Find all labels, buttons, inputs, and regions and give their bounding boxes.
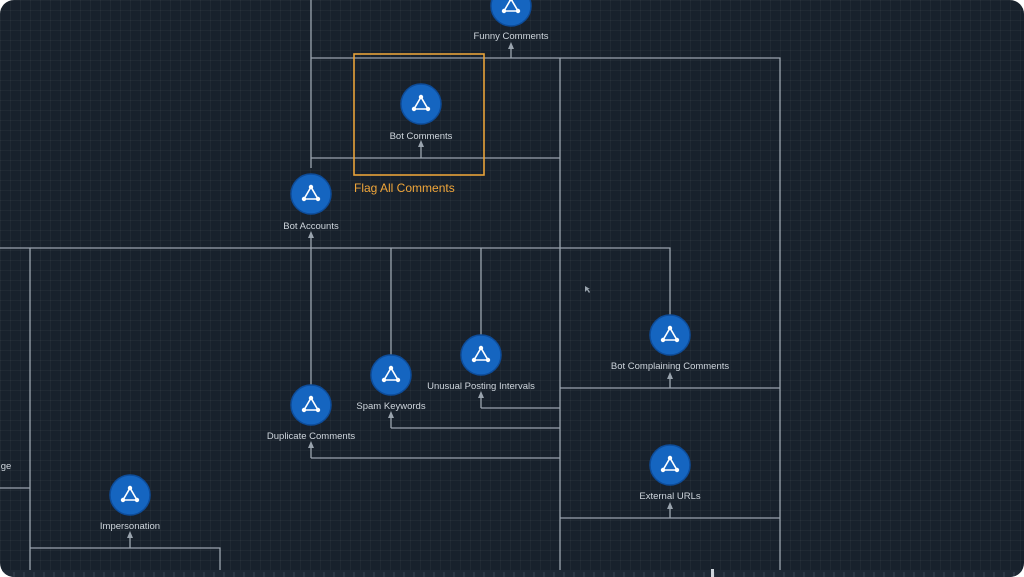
node-label: Duplicate Comments: [267, 431, 355, 442]
node-circle[interactable]: [290, 173, 332, 215]
arrowhead: [418, 140, 424, 147]
node-external[interactable]: External URLs: [639, 444, 701, 502]
network-triangle-icon: [501, 0, 521, 14]
node-unusual[interactable]: Unusual Posting Intervals: [427, 334, 535, 392]
node-circle[interactable]: [460, 334, 502, 376]
node-label: Spam Keywords: [356, 401, 425, 412]
arrowhead: [667, 502, 673, 509]
ruler-marker: [711, 569, 714, 577]
node-label: External URLs: [639, 491, 700, 502]
selection-label[interactable]: Flag All Comments: [354, 181, 455, 195]
connector-line: [311, 57, 781, 577]
node-funny[interactable]: Funny Comments: [474, 0, 549, 42]
arrowhead: [478, 391, 484, 398]
node-partial-left[interactable]: ge: [0, 415, 12, 472]
arrowheads: [127, 42, 673, 538]
node-label: Bot Accounts: [283, 221, 339, 232]
arrowhead: [308, 231, 314, 238]
network-triangle-icon: [120, 485, 140, 503]
network-triangle-icon: [660, 325, 680, 343]
node-duplicate[interactable]: Duplicate Comments: [267, 384, 355, 442]
node-label: ge: [1, 461, 12, 472]
node-label: Impersonation: [100, 521, 160, 532]
connector-line: [0, 247, 671, 320]
ruler-ticks: [3, 572, 1015, 577]
arrowhead: [308, 441, 314, 448]
node-circle[interactable]: [649, 444, 691, 486]
selection-box[interactable]: [353, 53, 485, 176]
node-spam[interactable]: Spam Keywords: [356, 354, 426, 412]
node-impersonation[interactable]: Impersonation: [100, 474, 160, 532]
node-label: Unusual Posting Intervals: [427, 381, 535, 392]
arrowhead: [127, 531, 133, 538]
node-bot-comments[interactable]: Bot Comments: [390, 83, 453, 142]
network-triangle-icon: [301, 395, 321, 413]
node-label: Funny Comments: [474, 31, 549, 42]
network-triangle-icon: [660, 455, 680, 473]
network-triangle-icon: [471, 345, 491, 363]
arrowhead: [508, 42, 514, 49]
arrowhead: [667, 372, 673, 379]
network-triangle-icon: [381, 365, 401, 383]
node-circle[interactable]: [490, 0, 532, 27]
node-circle[interactable]: [109, 474, 151, 516]
arrowhead: [388, 411, 394, 418]
node-circle[interactable]: [290, 384, 332, 426]
node-circle[interactable]: [370, 354, 412, 396]
node-label: Bot Complaining Comments: [611, 361, 730, 372]
network-triangle-icon: [411, 94, 431, 112]
mouse-cursor-icon: [585, 286, 590, 293]
connector-line: [30, 547, 221, 577]
node-circle[interactable]: [649, 314, 691, 356]
node-circle[interactable]: [400, 83, 442, 125]
node-bot-accounts[interactable]: Bot Accounts: [283, 173, 339, 232]
network-triangle-icon: [301, 184, 321, 202]
bottom-ruler: [0, 570, 1024, 577]
node-label: Bot Comments: [390, 131, 453, 142]
node-bot-complaining[interactable]: Bot Complaining Comments: [611, 314, 730, 372]
